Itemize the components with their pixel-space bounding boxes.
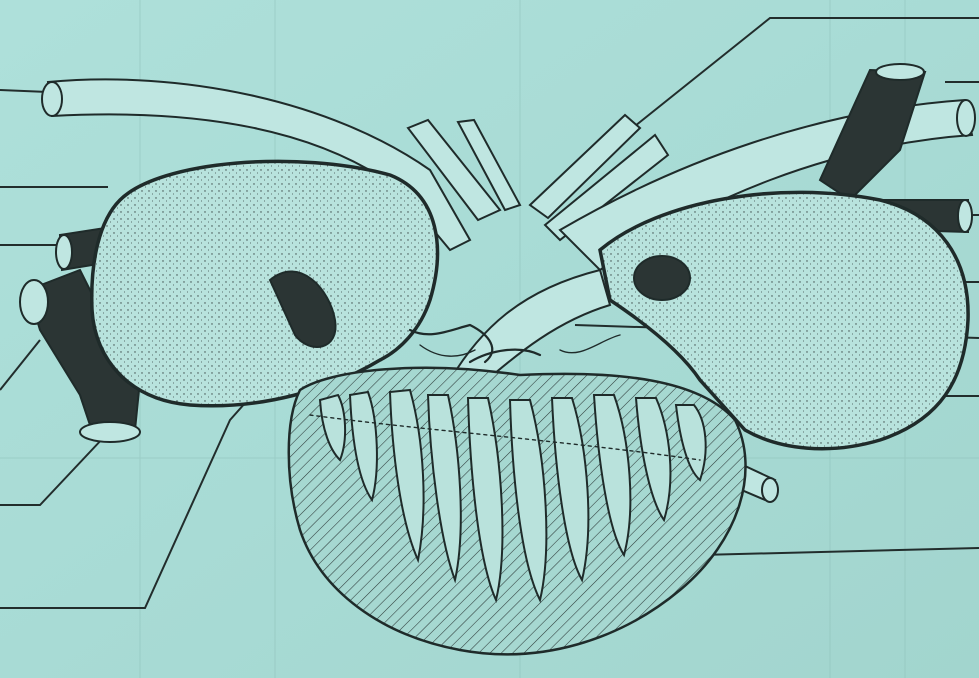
right-arch-opening — [957, 100, 975, 136]
pulmonary-vein-opening — [958, 200, 972, 232]
left-arch-opening — [42, 82, 62, 116]
left-vein-opening — [56, 235, 72, 269]
sinus-opening-lower — [80, 422, 140, 442]
vena-cava-opening — [876, 64, 924, 80]
sinus-opening-upper — [20, 280, 48, 324]
right-atrium-orifice — [634, 256, 690, 300]
posterior-vein-opening — [762, 478, 778, 502]
